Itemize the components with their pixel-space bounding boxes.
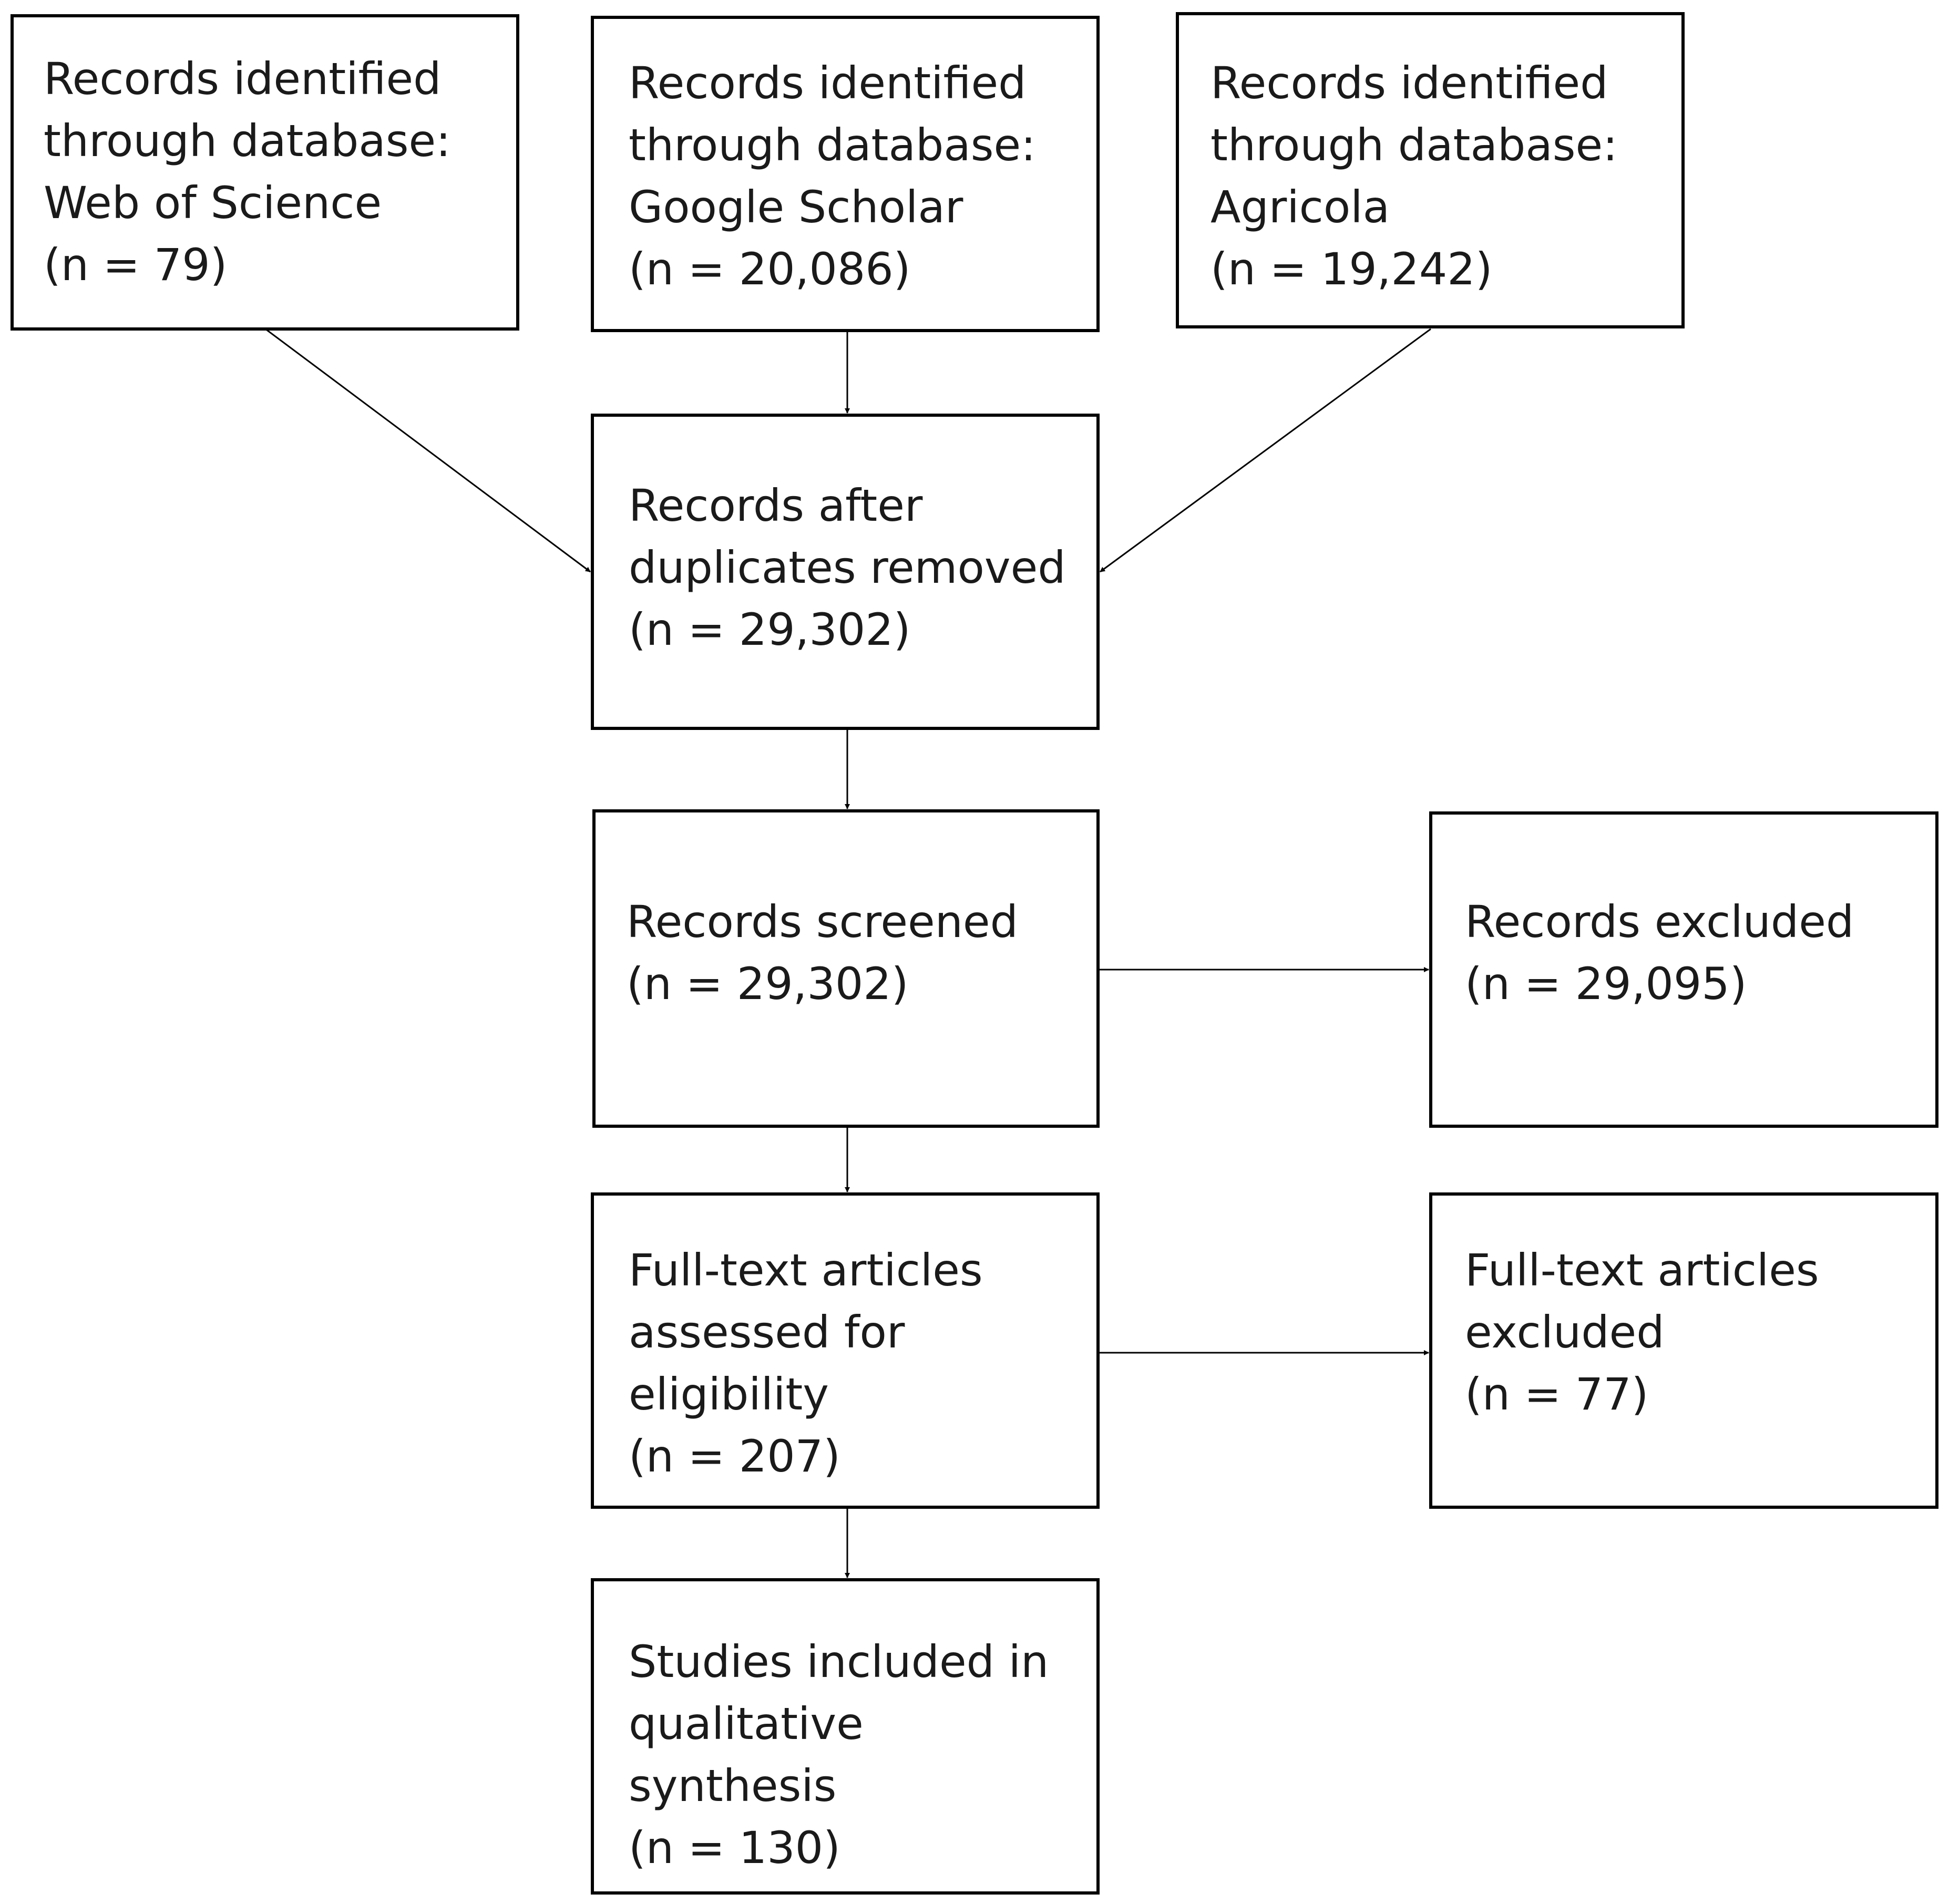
text-line: (n = 19,242): [1211, 243, 1493, 295]
text-line: (n = 29,095): [1465, 958, 1747, 1010]
label-full-text-assessed: Full-text articles assessed for eligibil…: [629, 1239, 983, 1487]
box-agricola: [1176, 12, 1685, 328]
text-line: qualitative: [629, 1698, 864, 1749]
text-line: Records screened: [627, 896, 1018, 948]
text-line: through database:: [44, 115, 451, 167]
box-records-screened: [592, 809, 1100, 1128]
text-line: Records excluded: [1465, 896, 1854, 948]
arrow-wos-to-dedup: [265, 328, 591, 573]
box-full-text-assessed: [591, 1192, 1100, 1509]
label-duplicates-removed: Records after duplicates removed (n = 29…: [629, 475, 1066, 661]
text-line: Records after: [629, 480, 923, 531]
text-line: (n = 207): [629, 1430, 840, 1482]
text-line: (n = 20,086): [629, 243, 911, 295]
arrow-agricola-to-dedup: [1100, 328, 1431, 573]
label-full-text-excluded: Full-text articles excluded (n = 77): [1465, 1239, 1819, 1425]
text-line: (n = 29,302): [627, 958, 909, 1010]
text-line: (n = 77): [1465, 1368, 1649, 1420]
text-line: eligibility: [629, 1368, 829, 1420]
box-google-scholar: [591, 16, 1100, 332]
box-studies-included: [591, 1578, 1100, 1895]
text-line: through database:: [1211, 119, 1618, 171]
box-full-text-excluded: [1429, 1192, 1938, 1509]
text-line: Records identified: [1211, 57, 1608, 109]
text-line: Studies included in: [629, 1636, 1049, 1687]
label-google-scholar: Records identified through database: Goo…: [629, 52, 1036, 300]
label-records-screened: Records screened (n = 29,302): [627, 891, 1018, 1015]
text-line: excluded: [1465, 1306, 1665, 1358]
label-agricola: Records identified through database: Agr…: [1211, 52, 1618, 300]
text-line: Records identified: [629, 57, 1027, 109]
text-line: Full-text articles: [629, 1244, 983, 1296]
text-line: Records identified: [44, 53, 442, 105]
text-line: assessed for: [629, 1306, 905, 1358]
text-line: duplicates removed: [629, 542, 1066, 593]
text-line: Agricola: [1211, 181, 1390, 233]
label-studies-included: Studies included in qualitative synthesi…: [629, 1631, 1049, 1879]
text-line: synthesis: [629, 1760, 837, 1812]
text-line: (n = 79): [44, 239, 228, 291]
label-records-excluded: Records excluded (n = 29,095): [1465, 891, 1854, 1015]
box-web-of-science: [11, 14, 519, 331]
text-line: (n = 130): [629, 1822, 840, 1874]
text-line: Full-text articles: [1465, 1244, 1819, 1296]
text-line: Google Scholar: [629, 181, 963, 233]
text-line: through database:: [629, 119, 1036, 171]
label-web-of-science: Records identified through database: Web…: [44, 48, 451, 296]
box-records-excluded: [1429, 811, 1938, 1128]
box-duplicates-removed: [591, 414, 1100, 730]
text-line: (n = 29,302): [629, 604, 911, 655]
text-line: Web of Science: [44, 177, 382, 229]
